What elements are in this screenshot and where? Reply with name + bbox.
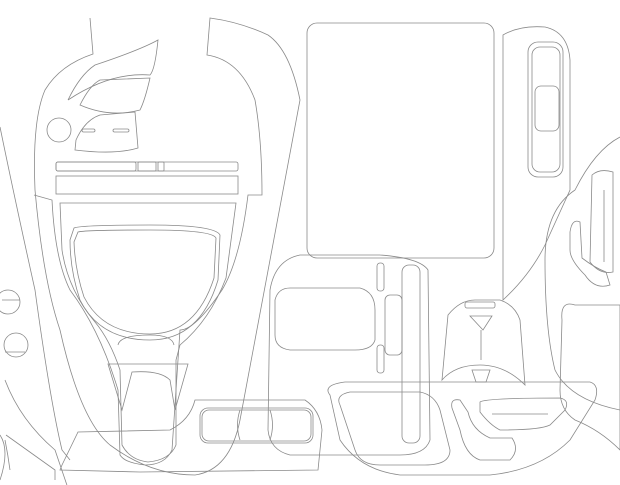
steering-wheel-trim-upper (67, 39, 159, 114)
door-switch-panel-bottom (327, 381, 598, 476)
door-panel-right (544, 136, 620, 451)
screen-protector (306, 22, 495, 259)
lower-left-strip (59, 399, 323, 473)
gear-console-panel (267, 254, 431, 456)
door-switch-panel-left (502, 26, 571, 301)
left-side-trim (0, 126, 71, 485)
steering-wheel-trim-lower (46, 111, 139, 153)
dashboard-center-panel (33, 17, 301, 476)
cup-holder-trim (441, 299, 526, 387)
